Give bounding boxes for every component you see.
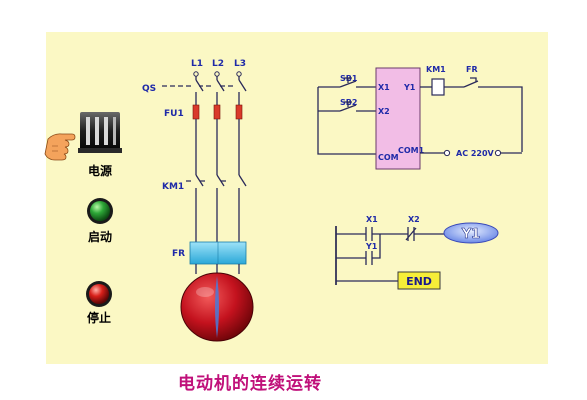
ladder-y1-coil-label: Y1 [461, 227, 480, 242]
fuse-label: FU1 [164, 109, 184, 119]
line-label-l2: L2 [212, 59, 224, 69]
hand-pointer-icon [44, 133, 76, 161]
ladder-y1-contact-label: Y1 [365, 242, 378, 251]
plc-com-label: COM [378, 153, 399, 162]
ac-supply-label: AC 220V [456, 149, 495, 158]
ladder-diagram: X1 X2 Y1 Y1 END [335, 215, 499, 290]
start-label: 启动 [88, 229, 112, 244]
km1-coil-label: KM1 [426, 65, 446, 74]
ladder-x1-label: X1 [366, 215, 378, 224]
plc-x2-label: X2 [378, 107, 390, 116]
stop-label: 停止 [87, 310, 111, 325]
start-lamp-icon[interactable] [87, 198, 113, 224]
ladder-x2-label: X2 [408, 215, 420, 224]
line-label-l1: L1 [191, 59, 203, 69]
line-label-l3: L3 [234, 59, 246, 69]
power-circuit: L1 L2 L3 QS FU1 KM1 FR [142, 59, 247, 274]
plc-wiring: SB1 SB2 X1 X2 COM Y1 COM1 KM1 FR AC 220V [317, 65, 523, 170]
ladder-end-label: END [406, 275, 432, 288]
contactor-label: KM1 [162, 182, 184, 192]
fr-contact-label: FR [466, 65, 478, 74]
plc-y1-label: Y1 [403, 83, 416, 92]
y1-output-coil: Y1 [443, 222, 499, 244]
power-switch-icon[interactable] [78, 112, 122, 153]
diagram-panel [46, 32, 548, 364]
end-instruction [397, 271, 441, 290]
plc-module [375, 67, 421, 170]
plc-com1-label: COM1 [398, 146, 425, 155]
power-label: 电源 [88, 163, 112, 178]
breaker-label: QS [142, 84, 156, 94]
stop-lamp-icon[interactable] [86, 281, 112, 307]
plc-x1-label: X1 [378, 83, 390, 92]
diagram-caption: 电动机的连续运转 [178, 373, 322, 394]
motor-icon [180, 272, 254, 342]
relay-label: FR [172, 249, 185, 259]
